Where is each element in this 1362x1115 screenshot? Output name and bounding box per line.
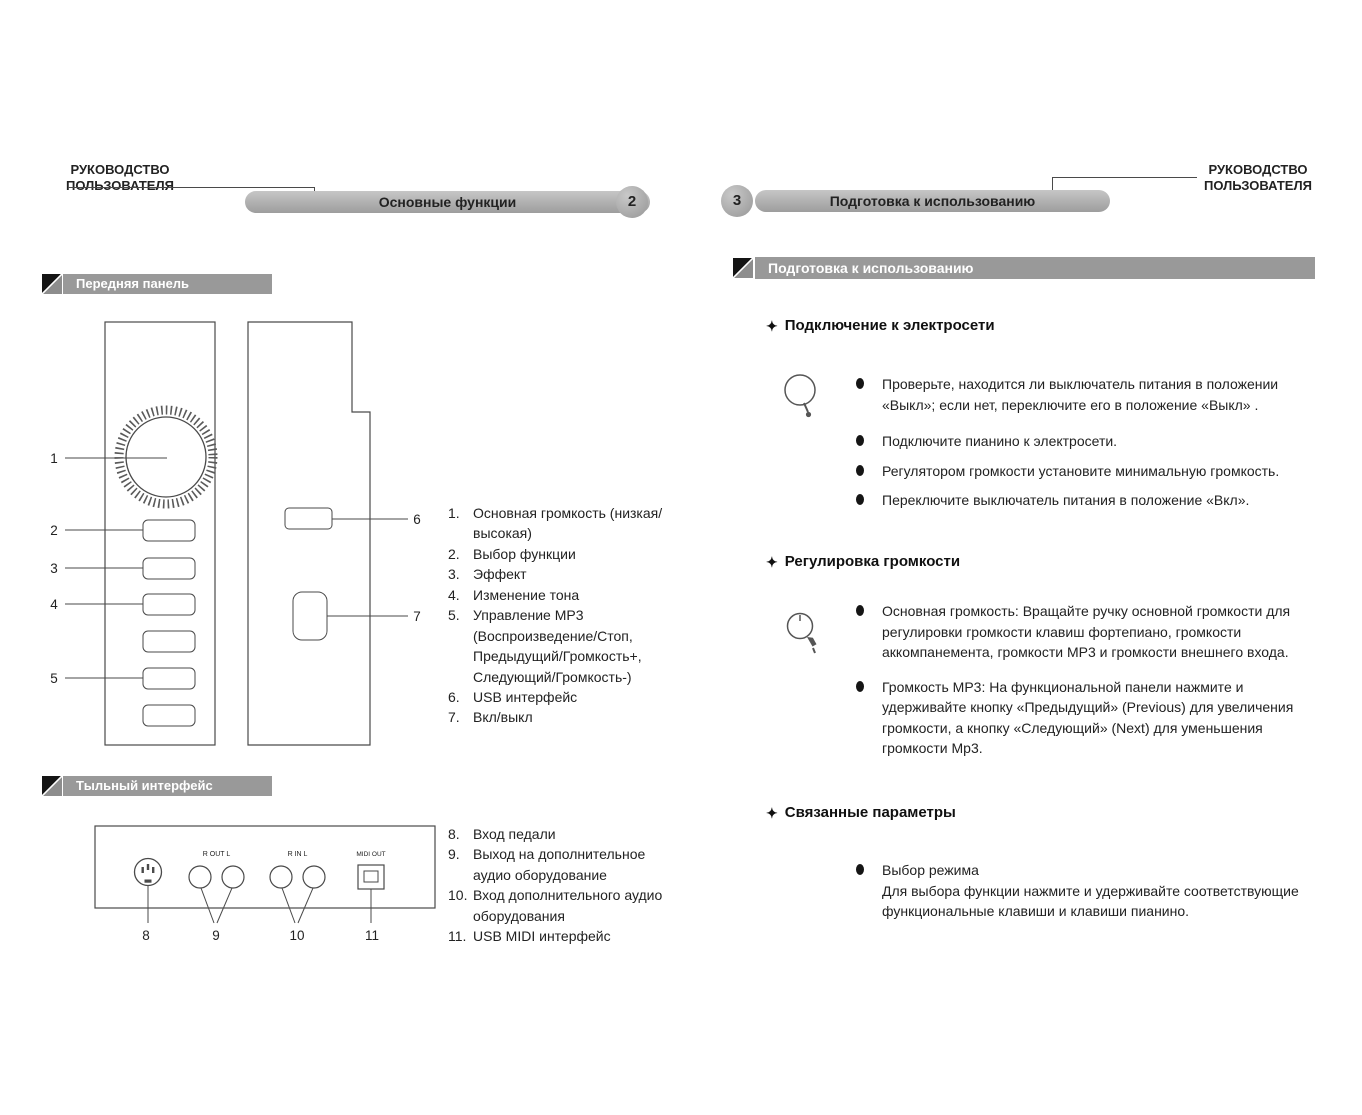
power-connection-bullets: Проверьте, находится ли выключатель пита…: [856, 374, 1324, 511]
callout-3: 3: [50, 561, 58, 576]
user-manual-line2: ПОЛЬЗОВАТЕЛЯ: [66, 177, 174, 193]
volume-knob: [125, 416, 207, 498]
subsection-volume-control: ✦ Регулировка громкости: [766, 553, 960, 570]
callout-2: 2: [50, 523, 58, 538]
audio-in-jack-l: [302, 865, 326, 889]
bullet-item: Переключите выключатель питания в положе…: [856, 490, 1324, 511]
section-title-rear-interface: Тыльный интерфейс: [63, 776, 272, 796]
power-switch: [292, 591, 328, 641]
front-panel-diagram: 1 2 3 4 5 6 7: [50, 321, 421, 746]
bullet-icon: [856, 494, 864, 506]
usb-port: [284, 507, 333, 530]
label-out: R OUT L: [203, 851, 231, 858]
list-item: 8.Вход педали: [448, 826, 556, 842]
list-item: 5.Управление MP3 (Воспроизведение/Стоп, …: [448, 607, 642, 685]
connector-line-right-h: [1052, 177, 1197, 178]
list-item: 3.Эффект: [448, 566, 527, 583]
user-manual-line1: РУКОВОДСТВО: [70, 162, 170, 177]
bullet-item: Основная громкость: Вращайте ручку основ…: [856, 601, 1324, 663]
callout-5: 5: [50, 671, 58, 686]
callout-9: 9: [212, 928, 220, 943]
rear-panel-outline: [94, 825, 436, 909]
bullet-item: Подключите пианино к электросети.: [856, 431, 1324, 452]
label-midi-out: MIDI OUT: [356, 851, 385, 858]
list-item: 7.Вкл/выкл: [448, 709, 533, 726]
bullet-icon: [856, 680, 864, 692]
page-number-left: 2: [616, 186, 648, 218]
bullet-icon: [856, 464, 864, 476]
panel-button: [142, 557, 196, 580]
volume-knob-icon: [786, 612, 817, 654]
callout-6: 6: [413, 512, 421, 527]
audio-out-jack-r: [188, 865, 212, 889]
usb-midi-port: [357, 864, 385, 890]
rear-panel-diagram: R OUT L R IN L MIDI OUT 8 9 10 11: [94, 825, 436, 943]
callout-7: 7: [413, 609, 421, 624]
panel-button: [142, 593, 196, 616]
list-item: 9.Выход на дополнительное аудио оборудов…: [448, 846, 646, 883]
subsection-title: Связанные параметры: [784, 804, 956, 821]
right-panel-outline: [247, 321, 371, 746]
callout-11: 11: [365, 928, 379, 943]
volume-control-bullets: Основная громкость: Вращайте ручку основ…: [856, 601, 1324, 759]
callout-1: 1: [50, 451, 58, 466]
list-item: 1.Основная громкость (низкая/ высокая): [448, 505, 663, 542]
sparkle-icon: ✦: [766, 317, 778, 334]
connector-line-right-v: [1052, 177, 1053, 190]
rear-panel-legend: 8.Вход педали 9.Выход на дополнительное …: [448, 824, 693, 947]
list-item: 10.Вход дополнительного аудио оборудован…: [448, 887, 663, 924]
list-item: 2.Выбор функции: [448, 545, 576, 562]
user-manual-line1: РУКОВОДСТВО: [1208, 162, 1308, 177]
subsection-title: Регулировка громкости: [784, 553, 961, 570]
bullet-icon: [856, 605, 864, 616]
left-panel-outline: [104, 321, 216, 746]
user-manual-line2: ПОЛЬЗОВАТЕЛЯ: [1204, 177, 1312, 193]
user-manual-label-right: РУКОВОДСТВО ПОЛЬЗОВАТЕЛЯ: [1198, 162, 1318, 193]
chapter-banner-left: Основные функции: [245, 191, 650, 213]
sparkle-icon: ✦: [766, 804, 778, 821]
connector-line-left-v: [314, 187, 315, 194]
subsection-related-parameters: ✦ Связанные параметры: [766, 804, 956, 821]
panel-button: [142, 519, 196, 542]
checker-icon: [42, 274, 62, 294]
bullet-icon: [856, 864, 864, 875]
related-parameters-bullets: Выбор режима Для выбора функции нажмите …: [856, 860, 1324, 922]
bullet-item: Громкость MP3: На функциональной панели …: [856, 677, 1324, 759]
audio-in-jack-r: [269, 865, 293, 889]
page-number-right: 3: [721, 185, 753, 217]
front-panel-legend: 1.Основная громкость (низкая/ высокая) 2…: [448, 503, 686, 728]
label-in: R IN L: [288, 851, 308, 858]
volume-knob-ticks: [114, 405, 218, 509]
panel-button: [142, 667, 196, 690]
sparkle-icon: ✦: [766, 553, 778, 570]
subsection-title: Подключение к электросети: [784, 317, 995, 334]
section-title-preparation: Подготовка к использованию: [755, 257, 1315, 279]
section-title-front-panel: Передняя панель: [63, 274, 272, 294]
checker-icon: [733, 258, 753, 278]
callout-10: 10: [289, 928, 304, 943]
audio-out-jack-l: [221, 865, 245, 889]
pedal-din-connector: [133, 857, 163, 887]
bullet-icon: [856, 378, 864, 389]
bullet-item: Проверьте, находится ли выключатель пита…: [856, 374, 1324, 415]
subsection-power-connection: ✦ Подключение к электросети: [766, 317, 995, 334]
chapter-banner-right: Подготовка к использованию: [755, 190, 1110, 212]
bullet-icon: [856, 435, 864, 447]
user-manual-label-left: РУКОВОДСТВО ПОЛЬЗОВАТЕЛЯ: [60, 162, 180, 193]
checker-icon: [42, 776, 62, 796]
callout-4: 4: [50, 597, 58, 612]
panel-button: [142, 630, 196, 653]
list-item: 4.Изменение тона: [448, 586, 580, 603]
list-item: 11.USB MIDI интерфейс: [448, 928, 611, 945]
bullet-item: Регулятором громкости установите минимал…: [856, 461, 1324, 482]
power-switch-icon: [784, 374, 816, 418]
callout-8: 8: [142, 928, 150, 943]
list-item: 6.USB интерфейс: [448, 688, 578, 705]
bullet-item: Выбор режима Для выбора функции нажмите …: [856, 860, 1324, 922]
connector-line-left-h: [68, 187, 315, 188]
panel-button: [142, 704, 196, 727]
